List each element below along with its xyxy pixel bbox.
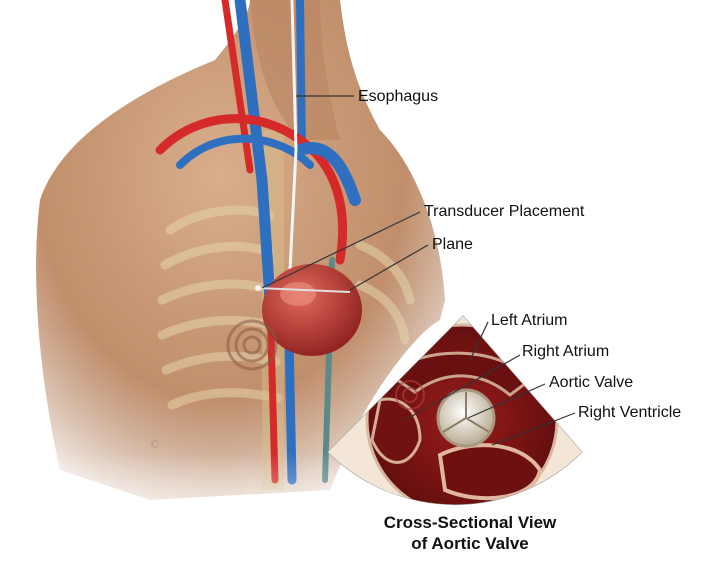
right-ventricle-chamber: [437, 443, 543, 501]
transducer-plane: [257, 287, 351, 293]
label-right-atrium: Right Atrium: [522, 343, 610, 360]
label-left-atrium: Left Atrium: [491, 312, 568, 329]
label-plane: Plane: [432, 236, 473, 253]
esophagus-tube: [288, 0, 298, 271]
caption-line-2: of Aortic Valve: [411, 534, 529, 553]
caption-line-1: Cross-Sectional View: [383, 513, 557, 532]
label-aortic-valve: Aortic Valve: [549, 374, 634, 391]
label-esophagus: Esophagus: [358, 88, 439, 105]
right-atrium-chamber: [370, 397, 422, 464]
label-transducer-placement: Transducer Placement: [424, 203, 585, 220]
leader-lines: [261, 95, 576, 446]
caption: Cross-Sectional View of Aortic Valve: [320, 512, 620, 554]
valve-leaflets: [442, 392, 490, 433]
label-right-ventricle: Right Ventricle: [578, 404, 682, 421]
transducer-tip: [255, 285, 261, 291]
